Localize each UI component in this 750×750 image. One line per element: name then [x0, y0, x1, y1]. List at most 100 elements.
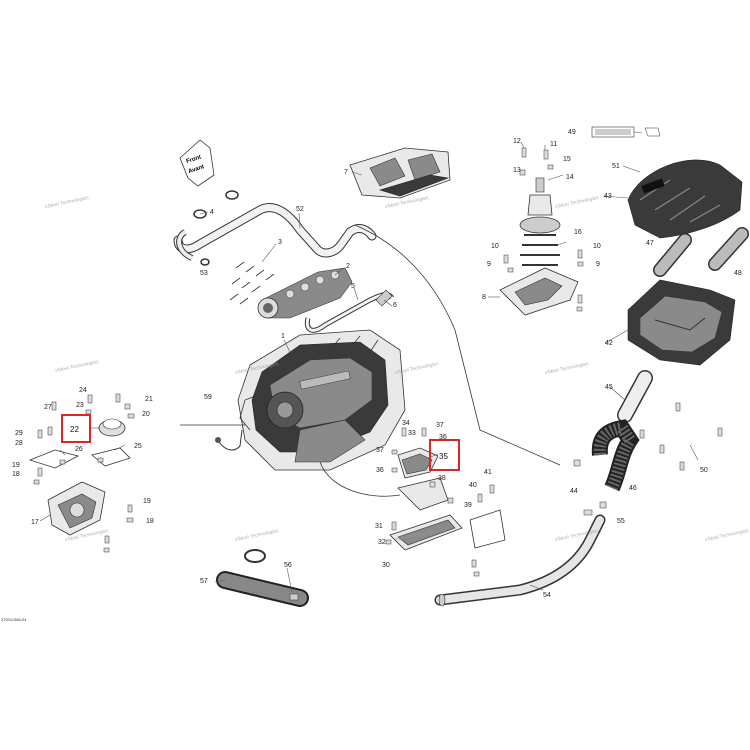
callout-12: 12 — [513, 138, 521, 145]
callout-34: 34 — [402, 420, 410, 427]
callout-24: 24 — [79, 387, 87, 394]
callout-28: 28 — [15, 440, 23, 447]
intake-tubes — [653, 227, 749, 277]
callout-36a: 36 — [376, 467, 384, 474]
callout-55: 55 — [617, 518, 625, 525]
svg-text:22: 22 — [70, 425, 79, 434]
callout-26: 26 — [75, 446, 83, 453]
water-hose — [304, 289, 395, 333]
callout-37a: 37 — [376, 447, 384, 454]
callout-37b: 37 — [436, 422, 444, 429]
duct-fasteners — [573, 402, 723, 516]
svg-text:vSteel Technologies: vSteel Technologies — [555, 195, 600, 210]
callout-1: 1 — [281, 333, 285, 340]
callout-51: 51 — [612, 163, 620, 170]
svg-text:vSteel Technologies: vSteel Technologies — [235, 528, 280, 543]
callout-10a: 10 — [491, 243, 499, 250]
direction-label-front: Front — [186, 155, 202, 165]
right-engine-mount — [389, 447, 506, 551]
engine-cover — [349, 147, 451, 199]
callout-39: 39 — [464, 502, 472, 509]
engine-assembly — [237, 329, 406, 471]
callout-49: 49 — [568, 129, 576, 136]
callout-19b: 19 — [143, 498, 151, 505]
intake-duct — [591, 370, 653, 492]
support-fasteners — [503, 147, 584, 312]
right-fasteners — [385, 427, 495, 577]
svg-text:vSteel Technologies: vSteel Technologies — [545, 361, 590, 376]
highlight-22[interactable]: 22 — [61, 414, 91, 443]
callout-32: 32 — [378, 539, 386, 546]
svg-text:vSteel Technologies: vSteel Technologies — [705, 528, 750, 543]
decal — [591, 126, 661, 138]
callout-14: 14 — [566, 174, 574, 181]
svg-text:35: 35 — [439, 452, 448, 461]
callout-33: 33 — [408, 430, 416, 437]
callout-29: 29 — [15, 430, 23, 437]
callout-labels: 1 2 3 4 5 6 7 8 9 9 10 10 11 12 13 14 15… — [12, 129, 742, 599]
callout-56: 56 — [284, 562, 292, 569]
callout-10b: 10 — [593, 243, 601, 250]
callout-47: 47 — [646, 240, 654, 247]
cooling-hose — [173, 203, 377, 261]
callout-46: 46 — [629, 485, 637, 492]
callout-19a: 19 — [12, 462, 20, 469]
sensor-wire — [215, 429, 243, 451]
callout-18b: 18 — [146, 518, 154, 525]
hose-clamp — [193, 190, 239, 266]
callout-15: 15 — [563, 156, 571, 163]
callout-50: 50 — [700, 467, 708, 474]
callout-5: 5 — [351, 283, 355, 290]
callout-57: 57 — [200, 578, 208, 585]
callout-42: 42 — [605, 340, 613, 347]
intake-support — [499, 177, 579, 316]
callout-3: 3 — [278, 239, 282, 246]
front-direction-arrow: Front Avant — [179, 139, 215, 187]
callout-31: 31 — [375, 523, 383, 530]
svg-text:vSteel Technologies: vSteel Technologies — [45, 195, 90, 210]
airbox-base — [627, 279, 736, 366]
studs-group — [229, 261, 275, 305]
watermarks: vSteel Technologies vSteel Technologies … — [45, 195, 750, 543]
left-engine-mount — [28, 418, 131, 536]
callout-17: 17 — [31, 519, 39, 526]
left-fasteners — [33, 393, 135, 553]
callout-21: 21 — [145, 396, 153, 403]
callout-9a: 9 — [487, 261, 491, 268]
callout-53: 53 — [200, 270, 208, 277]
callout-48: 48 — [734, 270, 742, 277]
exhaust-pipe — [434, 514, 606, 607]
callout-2: 2 — [346, 263, 350, 270]
figure-code: 270011386-04 — [1, 617, 27, 622]
airbox-cover — [627, 159, 743, 239]
callout-18a: 18 — [12, 471, 20, 478]
callout-25: 25 — [134, 443, 142, 450]
callout-16: 16 — [574, 229, 582, 236]
callout-13: 13 — [513, 167, 521, 174]
callout-54: 54 — [543, 592, 551, 599]
callout-44: 44 — [570, 488, 578, 495]
callout-27: 27 — [44, 404, 52, 411]
callout-41: 41 — [484, 469, 492, 476]
callout-9b: 9 — [596, 261, 600, 268]
svg-text:vSteel Technologies: vSteel Technologies — [55, 359, 100, 374]
callout-30: 30 — [382, 562, 390, 569]
callout-38: 38 — [438, 475, 446, 482]
highlight-35[interactable]: 35 — [429, 439, 460, 471]
callout-8: 8 — [482, 294, 486, 301]
callout-11: 11 — [550, 141, 557, 148]
callout-52: 52 — [296, 206, 304, 213]
highlighted-callouts: 22 35 — [61, 414, 460, 471]
callout-59: 59 — [204, 394, 212, 401]
callout-43: 43 — [604, 193, 612, 200]
callout-45: 45 — [605, 384, 613, 391]
callout-20: 20 — [142, 411, 150, 418]
callout-7: 7 — [344, 169, 348, 176]
exhaust-hose — [216, 549, 309, 607]
callout-36b: 36 — [439, 434, 447, 441]
direction-label-avant: Avant — [188, 164, 206, 175]
callout-4: 4 — [210, 209, 214, 216]
exhaust-manifold — [257, 267, 353, 319]
